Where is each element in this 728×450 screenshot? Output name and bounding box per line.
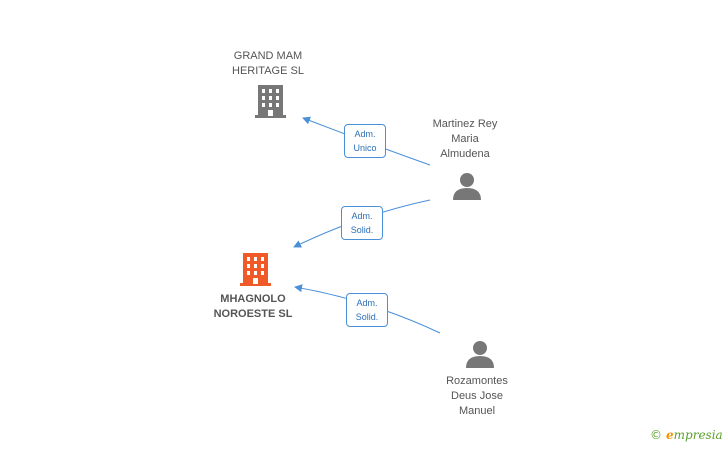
- node-label-grand-mam[interactable]: GRAND MAM HERITAGE SL: [232, 50, 304, 77]
- edge-label-adm-solid-1: Adm. Solid.: [341, 206, 383, 240]
- person-icon[interactable]: [453, 173, 481, 200]
- brand-e: e: [666, 428, 674, 442]
- building-icon[interactable]: [240, 253, 271, 286]
- node-label-martinez[interactable]: Martinez Rey Maria Almudena: [432, 118, 498, 160]
- person-icon[interactable]: [466, 341, 494, 368]
- node-label-mhagnolo[interactable]: MHAGNOLO NOROESTE SL: [213, 293, 293, 320]
- node-label-rozamontes[interactable]: Rozamontes Deus Jose Manuel: [446, 375, 508, 417]
- edge-label-adm-solid-2: Adm. Solid.: [346, 293, 388, 327]
- edge-label-adm-unico: Adm. Unico: [344, 124, 386, 158]
- brand-text: mpresia: [673, 428, 723, 442]
- building-icon[interactable]: [255, 85, 286, 118]
- copyright-icon: ©: [650, 428, 662, 442]
- brand-logo: © empresia: [650, 428, 723, 442]
